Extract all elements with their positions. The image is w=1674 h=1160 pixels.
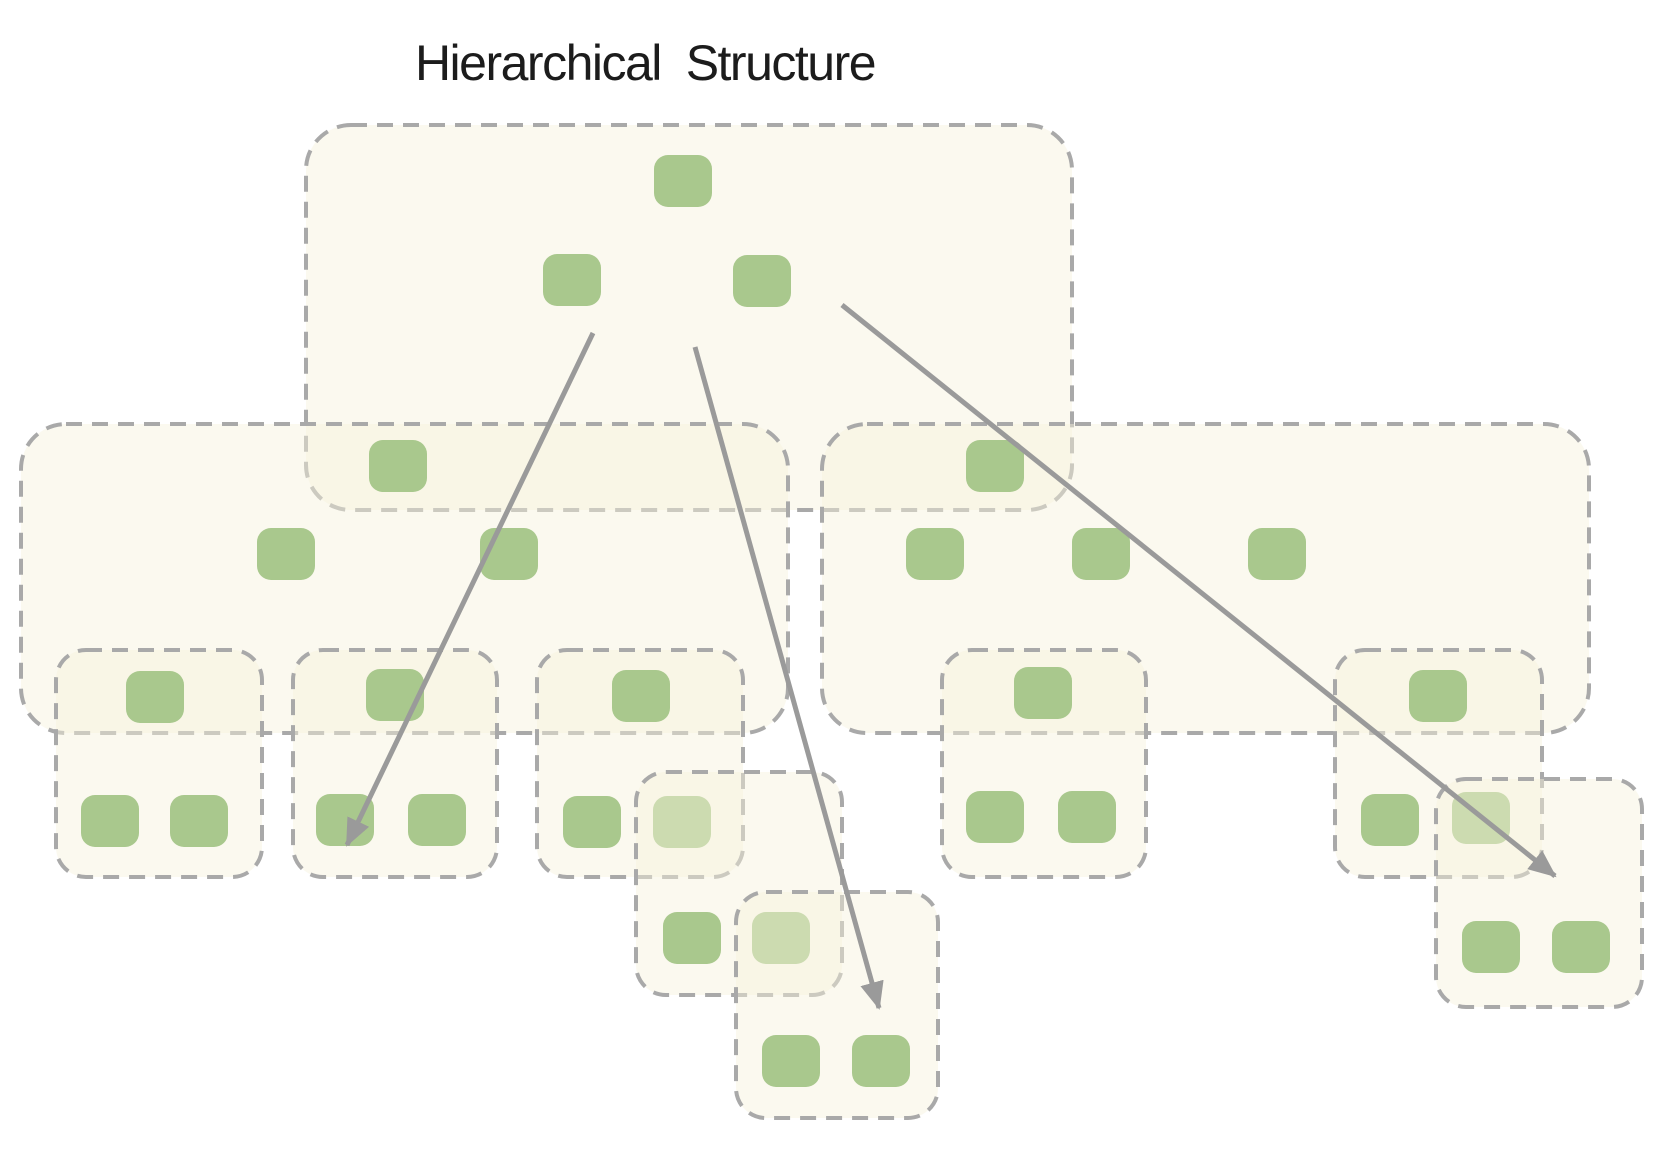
node bbox=[1072, 528, 1130, 580]
container-leaf-c-border bbox=[1434, 777, 1644, 1009]
container-root-border bbox=[304, 123, 1074, 512]
container-group-right bbox=[820, 422, 1591, 735]
node bbox=[653, 796, 711, 848]
node bbox=[1462, 921, 1520, 973]
container-sub-2 bbox=[291, 648, 499, 879]
node bbox=[126, 671, 184, 723]
arrow-2 bbox=[692, 346, 884, 1010]
node bbox=[563, 796, 621, 848]
node bbox=[1409, 670, 1467, 722]
container-leaf-b bbox=[734, 890, 940, 1120]
container-leaf-b-border bbox=[734, 890, 940, 1120]
node bbox=[81, 795, 139, 847]
node bbox=[1552, 921, 1610, 973]
container-root bbox=[304, 123, 1074, 512]
node bbox=[663, 912, 721, 964]
node bbox=[1058, 791, 1116, 843]
container-sub-4 bbox=[940, 648, 1148, 879]
node bbox=[1361, 794, 1419, 846]
node bbox=[966, 791, 1024, 843]
node bbox=[612, 670, 670, 722]
node bbox=[170, 795, 228, 847]
node bbox=[543, 254, 601, 306]
node bbox=[966, 440, 1024, 492]
node bbox=[762, 1035, 820, 1087]
node bbox=[408, 794, 466, 846]
diagram-title: Hierarchical Structure bbox=[414, 35, 877, 91]
node bbox=[733, 255, 791, 307]
container-group-left-border bbox=[19, 422, 790, 735]
container-group-right-border bbox=[820, 422, 1591, 735]
arrow-3 bbox=[840, 303, 1557, 878]
node bbox=[257, 528, 315, 580]
container-leaf-c bbox=[1434, 777, 1644, 1009]
node bbox=[654, 155, 712, 207]
container-sub-1 bbox=[54, 648, 264, 879]
node bbox=[366, 669, 424, 721]
node bbox=[369, 440, 427, 492]
container-sub-3 bbox=[535, 648, 745, 879]
node bbox=[1248, 528, 1306, 580]
node bbox=[906, 528, 964, 580]
node bbox=[852, 1035, 910, 1087]
node bbox=[752, 912, 810, 964]
node bbox=[1014, 667, 1072, 719]
arrow-1 bbox=[344, 331, 596, 847]
